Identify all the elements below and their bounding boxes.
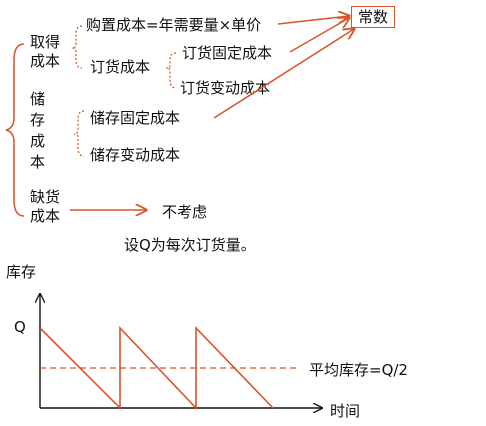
x-axis-label: 时间 (330, 402, 361, 420)
y-axis-label: 库存 (6, 263, 37, 281)
storage-cost-label-char3: 成 (30, 132, 46, 150)
storage-cost-label-char4: 本 (30, 153, 46, 171)
acquisition-cost-label-line2: 成本 (30, 52, 61, 70)
acquisition-bracket (71, 25, 83, 69)
inventory-sawtooth-line (39, 325, 274, 411)
ordering-cost-label: 订货成本 (90, 58, 151, 76)
storage-cost-label-char2: 存 (30, 111, 46, 129)
storage-cost-label-char1: 储 (30, 90, 46, 108)
storage-fixed-cost-label: 储存固定成本 (90, 109, 181, 127)
purchase-to-constant-arrow (277, 16, 349, 25)
storage-variable-cost-label: 储存变动成本 (90, 146, 181, 164)
not-considered-label: 不考虑 (162, 203, 208, 221)
constant-box: 常数 (351, 6, 396, 28)
ordering-fixed-cost-label: 订货固定成本 (182, 44, 273, 62)
ordering-variable-cost-label: 订货变动成本 (180, 79, 271, 97)
main-cost-bracket (5, 43, 25, 217)
purchase-cost-formula: 购置成本=年需要量×单价 (86, 16, 262, 34)
ordering-fixed-to-constant-arrow (289, 18, 349, 53)
ordering-bracket (165, 52, 177, 89)
q-tick-label: Q (14, 318, 26, 336)
storage-fixed-to-constant-arrow (213, 29, 354, 119)
shortage-cost-label-line2: 成本 (30, 207, 61, 225)
average-inventory-label: 平均库存=Q/2 (309, 361, 408, 379)
assumption-note: 设Q为每次订货量。 (124, 236, 256, 254)
storage-bracket (73, 110, 85, 157)
acquisition-cost-label-line1: 取得 (30, 33, 61, 51)
shortage-cost-label-line1: 缺货 (30, 188, 61, 206)
